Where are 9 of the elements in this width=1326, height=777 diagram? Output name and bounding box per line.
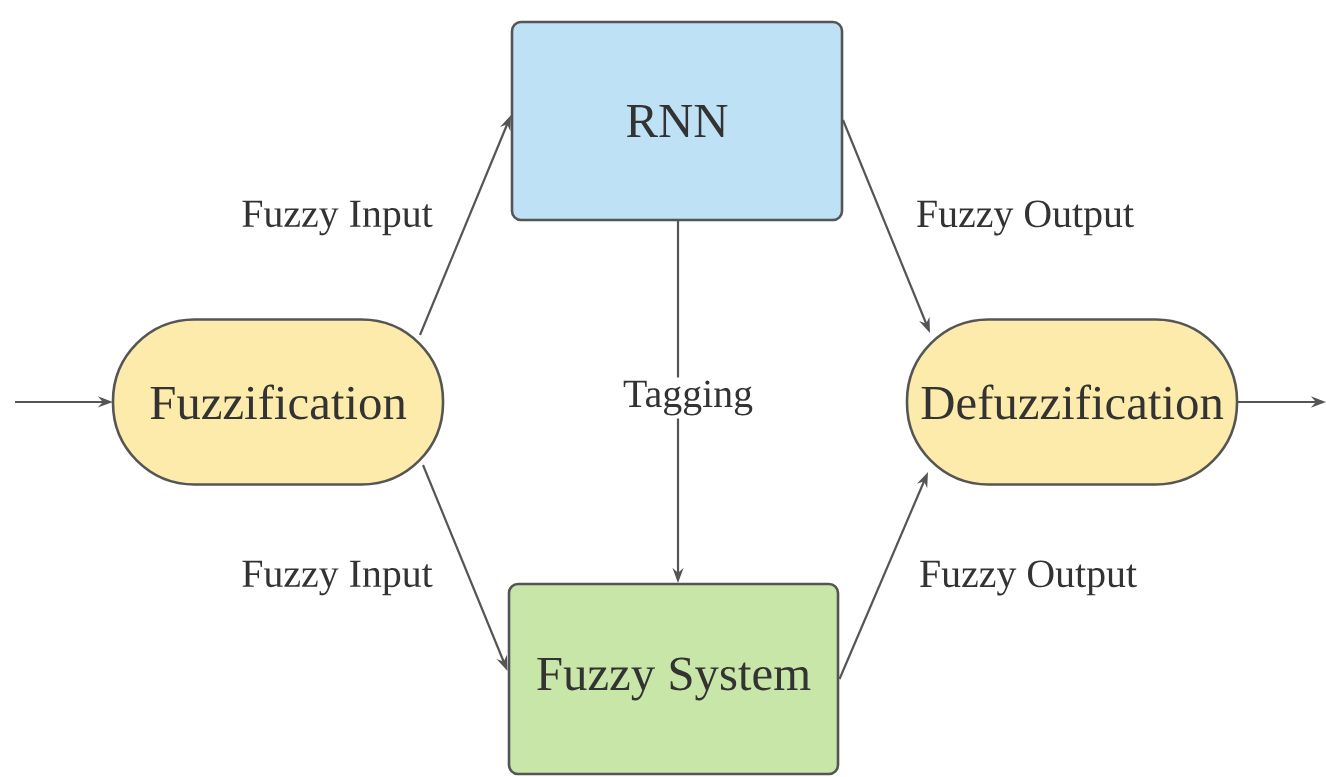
edge-label: Fuzzy Output xyxy=(920,560,1137,596)
edge-label: Fuzzy Input xyxy=(242,560,433,596)
terminal-box: Fuzzification xyxy=(111,318,445,486)
edge-label: Fuzzy Output xyxy=(917,200,1134,236)
process-box: RNN xyxy=(510,20,844,222)
process-box: Fuzzy System xyxy=(507,582,840,776)
edge-label: Tagging xyxy=(620,377,756,419)
terminal-box: Defuzzification xyxy=(905,318,1239,486)
edge-label: Fuzzy Input xyxy=(242,200,433,236)
